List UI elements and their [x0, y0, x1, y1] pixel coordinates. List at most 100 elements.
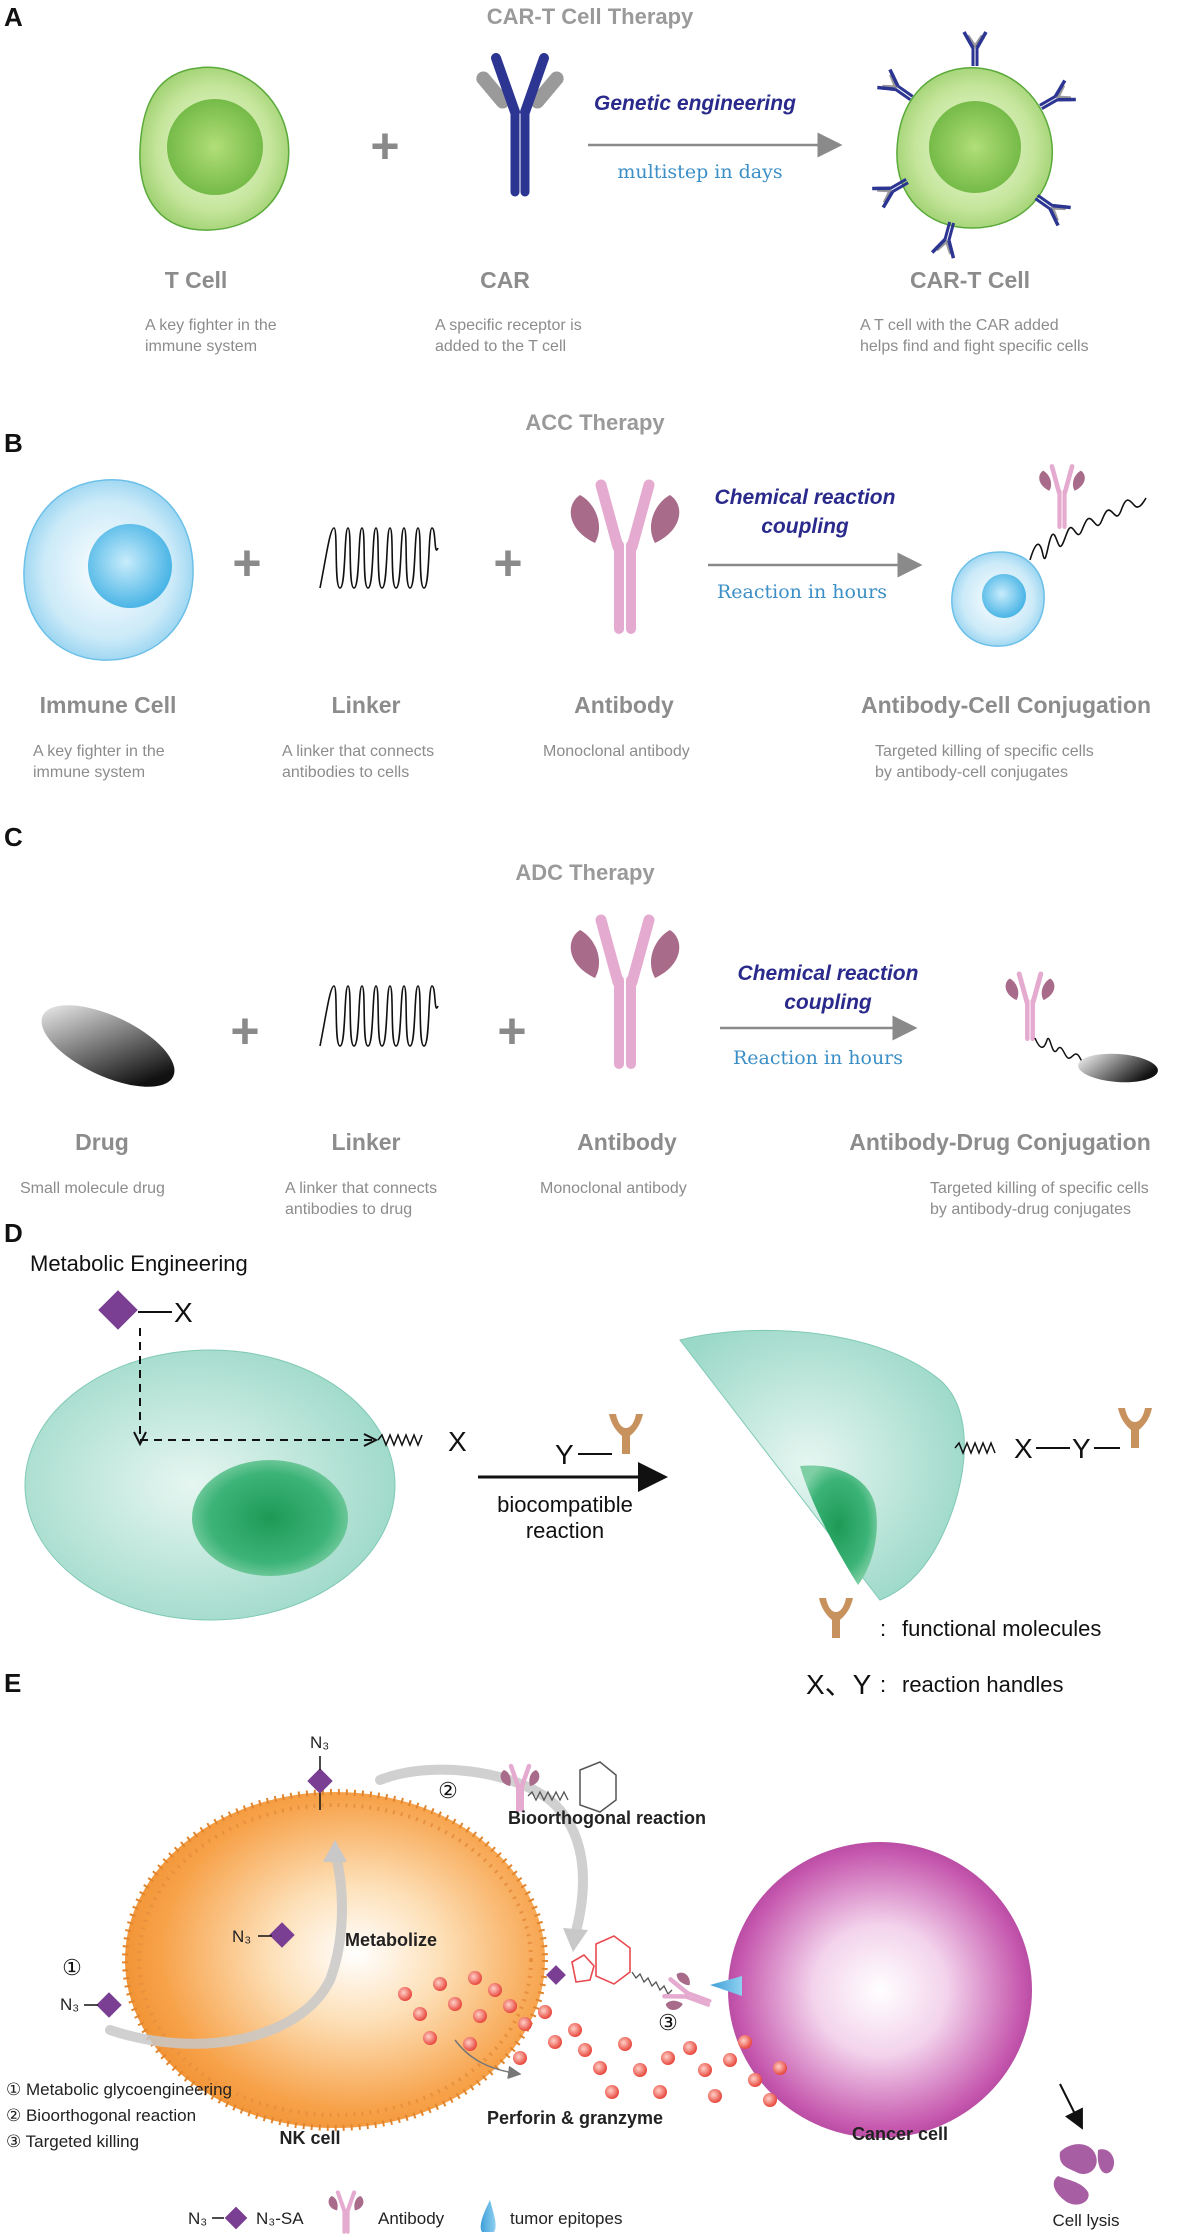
item-desc: immune system — [33, 764, 145, 781]
legend-n3sa: N₃-SA — [256, 2209, 304, 2228]
item-desc: Targeted killing of specific cells — [930, 1180, 1149, 1197]
panel-a-title: CAR-T Cell Therapy — [487, 4, 694, 29]
arrow-top-label-1: Chemical reaction — [715, 486, 896, 509]
item-name: Drug — [75, 1129, 129, 1155]
item-desc: added to the T cell — [435, 338, 566, 355]
arrow-down-icon — [1059, 2083, 1083, 2130]
legend-epitopes: tumor epitopes — [510, 2209, 622, 2228]
panel-a-label: A — [4, 2, 23, 32]
n3-label: N₃ — [232, 1927, 251, 1946]
cancer-cell-illustration — [728, 1842, 1032, 2138]
item-name: Linker — [331, 692, 400, 718]
drug-illustration — [41, 1005, 175, 1087]
item-desc: by antibody-cell conjugates — [875, 764, 1068, 781]
cell-lysis-icon — [1053, 2144, 1115, 2205]
item-name: Antibody — [577, 1129, 677, 1155]
panel-c-title: ADC Therapy — [515, 860, 655, 885]
n3-sa-icon — [224, 2206, 248, 2230]
legend-functional-label: functional molecules — [902, 1616, 1101, 1641]
legend-colon: : — [880, 1672, 886, 1697]
arrow-top-label-2: coupling — [784, 991, 872, 1014]
item-captions: T Cell A key fighter in the immune syste… — [20, 267, 1151, 1218]
item-desc: Small molecule drug — [20, 1180, 165, 1197]
t-cell-illustration — [139, 66, 290, 231]
item-name: Immune Cell — [40, 692, 177, 718]
cell-lysis-label: Cell lysis — [1052, 2211, 1119, 2230]
legend-handles-label: reaction handles — [902, 1672, 1063, 1697]
item-name: Antibody-Cell Conjugation — [861, 692, 1151, 718]
linker-illustration — [319, 527, 439, 589]
panel-c-label: C — [4, 822, 23, 852]
item-desc: antibodies to cells — [282, 764, 409, 781]
plus-sign: + — [232, 535, 261, 591]
bioorthogonal-label: Bioorthogonal reaction — [508, 1808, 706, 1828]
sugar-diamond-icon — [98, 1290, 138, 1330]
legend-handles-key: X、Y — [806, 1669, 872, 1700]
car-t-cell-illustration — [872, 32, 1076, 258]
item-name: CAR — [480, 267, 530, 293]
item-name: Antibody — [574, 692, 674, 718]
n3-label: N₃ — [310, 1733, 329, 1752]
chain-x: X — [1014, 1433, 1033, 1464]
arrow-label-2: reaction — [526, 1518, 604, 1543]
item-desc: A linker that connects — [282, 743, 434, 760]
chain-y: Y — [1072, 1433, 1091, 1464]
step-item: ① Metabolic glycoengineering — [6, 2080, 232, 2099]
cell-illustration — [24, 1349, 396, 1621]
step-2-marker: ② — [438, 1778, 458, 1803]
perforin-label: Perforin & granzyme — [487, 2108, 663, 2128]
step-1-marker: ① — [62, 1955, 82, 1980]
item-desc: immune system — [145, 338, 257, 355]
plus-sign: + — [493, 535, 522, 591]
panel-c: C ADC Therapy + + Chemical reaction coup… — [4, 822, 1158, 1087]
item-name: T Cell — [165, 267, 228, 293]
item-desc: A T cell with the CAR added — [860, 317, 1059, 334]
legend-n3: N₃ — [188, 2209, 207, 2228]
arrow-top-label-2: coupling — [761, 515, 849, 538]
wavy-linker — [954, 1440, 996, 1456]
panel-a: A CAR-T Cell Therapy + Genetic engineeri… — [4, 2, 1076, 258]
functional-molecule-icon — [819, 1598, 853, 1638]
step-3-marker: ③ — [658, 2010, 678, 2035]
item-name: CAR-T Cell — [910, 267, 1030, 293]
functional-molecule-icon — [609, 1414, 643, 1454]
handle-x: X — [448, 1426, 467, 1457]
arrow-bottom-label: Reaction in hours — [733, 1047, 903, 1069]
tumor-epitope-icon — [710, 1976, 742, 1996]
nk-cell-label: NK cell — [279, 2128, 340, 2148]
legend-antibody: Antibody — [378, 2209, 445, 2228]
car-illustration — [473, 58, 566, 192]
item-desc: A specific receptor is — [435, 317, 582, 334]
arrow-label-1: biocompatible — [497, 1492, 633, 1517]
item-desc: helps find and fight specific cells — [860, 338, 1089, 355]
antibody-illustration — [571, 920, 680, 1064]
panel-b-label: B — [4, 428, 23, 458]
panel-d: D Metabolic Engineering X X Y biocompati… — [4, 1218, 1152, 1700]
granules — [398, 1971, 787, 2107]
item-desc: Monoclonal antibody — [543, 743, 690, 760]
tumor-epitope-icon — [480, 2200, 496, 2232]
arrow-bottom-label: multistep in days — [617, 161, 782, 183]
antibody-drug-conjugate-illustration — [1006, 974, 1158, 1083]
dashed-path — [139, 1328, 372, 1441]
handle-y: Y — [555, 1439, 574, 1470]
arrow-bottom-label: Reaction in hours — [717, 581, 887, 603]
plus-sign: + — [370, 118, 399, 174]
linker-illustration — [319, 985, 439, 1047]
item-name: Linker — [331, 1129, 400, 1155]
item-desc: A linker that connects — [285, 1180, 437, 1197]
plus-sign: + — [497, 1003, 526, 1059]
legend-colon: : — [880, 1616, 886, 1641]
item-desc: A key fighter in the — [33, 743, 165, 760]
panel-e: E N₃ ② Bioorthogonal reaction N₃ Metabol… — [4, 1668, 1120, 2232]
n3-label: N₃ — [60, 1995, 79, 2014]
step-item: ② Bioorthogonal reaction — [6, 2106, 196, 2125]
plus-sign: + — [230, 1003, 259, 1059]
metabolize-label: Metabolize — [345, 1930, 437, 1950]
panel-d-title: Metabolic Engineering — [30, 1251, 248, 1276]
cancer-cell-label: Cancer cell — [852, 2124, 948, 2144]
wavy-linker — [377, 1432, 423, 1448]
immune-cell-illustration — [23, 479, 194, 661]
arrow-top-label: Genetic engineering — [594, 92, 796, 115]
